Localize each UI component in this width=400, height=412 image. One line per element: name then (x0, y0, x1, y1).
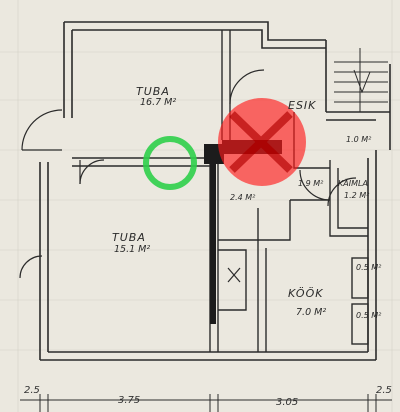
room-name-esik: ESIK (288, 99, 317, 112)
room-name-kaimla: KÄIMLA (338, 179, 368, 188)
outer-walls (39, 21, 391, 361)
room-area-tuba-top: 16.7 M² (140, 97, 177, 108)
room-name-tuba-bottom: TUBA (112, 231, 146, 244)
dimension-1: 2.5 (24, 385, 40, 396)
red-x-annotation (218, 98, 306, 186)
dimension-2: 3.75 (118, 395, 141, 406)
room-area-kook: 7.0 M² (296, 307, 327, 318)
stairs (334, 48, 388, 112)
room-name-kook: KÖÖK (288, 287, 324, 300)
stove-mark (227, 267, 241, 283)
inner-walls (72, 30, 390, 352)
doors (19, 69, 357, 279)
room-name-tuba-top: TUBA (136, 85, 170, 98)
area-label-5: 0.5 M² (356, 311, 382, 320)
area-label-1: 1.0 M² (346, 135, 372, 144)
dimension-4: 2.5 (376, 385, 392, 396)
area-label-4: 0.5 M² (356, 263, 382, 272)
green-circle-annotation (143, 136, 197, 190)
area-label-3: 2.4 M² (230, 193, 256, 202)
room-area-tuba-bottom: 15.1 M² (114, 244, 151, 255)
room-area-kaimla: 1.2 M² (344, 191, 370, 200)
dimension-line (20, 394, 392, 412)
dimension-3: 3.05 (276, 397, 299, 408)
area-label-2: 1.9 M² (298, 179, 324, 188)
